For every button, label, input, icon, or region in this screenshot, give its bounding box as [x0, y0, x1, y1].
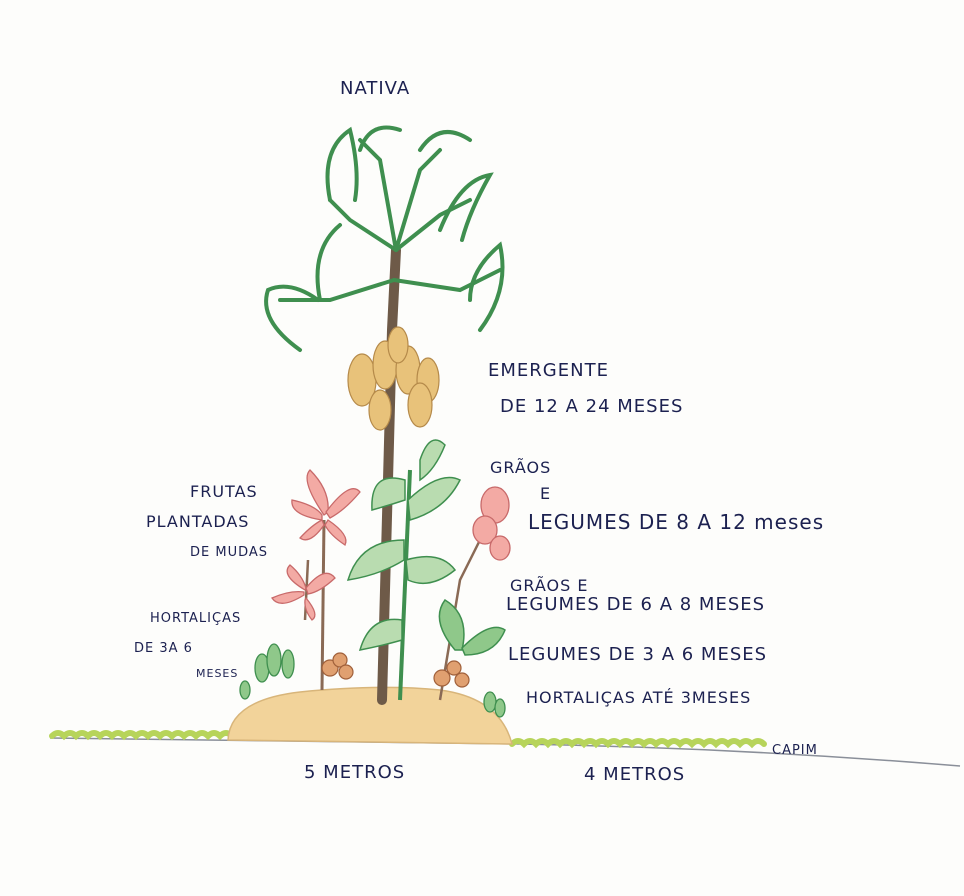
grass-left [52, 733, 232, 736]
label-legumes-3-6: LEGUMES DE 3 A 6 MESES [508, 646, 767, 664]
green-plant [348, 440, 460, 700]
label-graos-2: GRÃOS E [510, 578, 588, 594]
label-nativa: NATIVA [340, 80, 410, 98]
label-frutas-1: FRUTAS [190, 484, 258, 500]
label-graos-legumes-2: LEGUMES DE 6 A 8 MESES [506, 596, 765, 614]
label-graos-legumes-1: LEGUMES DE 8 A 12 meses [528, 512, 824, 532]
label-graos-1: GRÃOS [490, 460, 551, 476]
label-hortalicas-left-2: DE 3A 6 [134, 642, 193, 655]
label-e-1: E [540, 486, 551, 502]
label-emergente: EMERGENTE [488, 362, 609, 380]
label-capim: CAPIM [772, 744, 818, 757]
label-5-metros: 5 METROS [304, 764, 405, 782]
label-hortalicas-ate: HORTALIÇAS ATÉ 3MESES [526, 690, 751, 706]
label-4-metros: 4 METROS [584, 766, 685, 784]
grass-right [512, 741, 764, 744]
label-emergente-time: DE 12 A 24 MESES [500, 398, 683, 416]
label-frutas-3: DE MUDAS [190, 546, 268, 559]
native-canopy [266, 128, 502, 351]
label-hortalicas-left-3: MESES [196, 668, 238, 679]
soil-mound [228, 687, 512, 744]
label-frutas-2: PLANTADAS [146, 514, 249, 530]
label-hortalicas-left-1: HORTALIÇAS [150, 612, 241, 625]
